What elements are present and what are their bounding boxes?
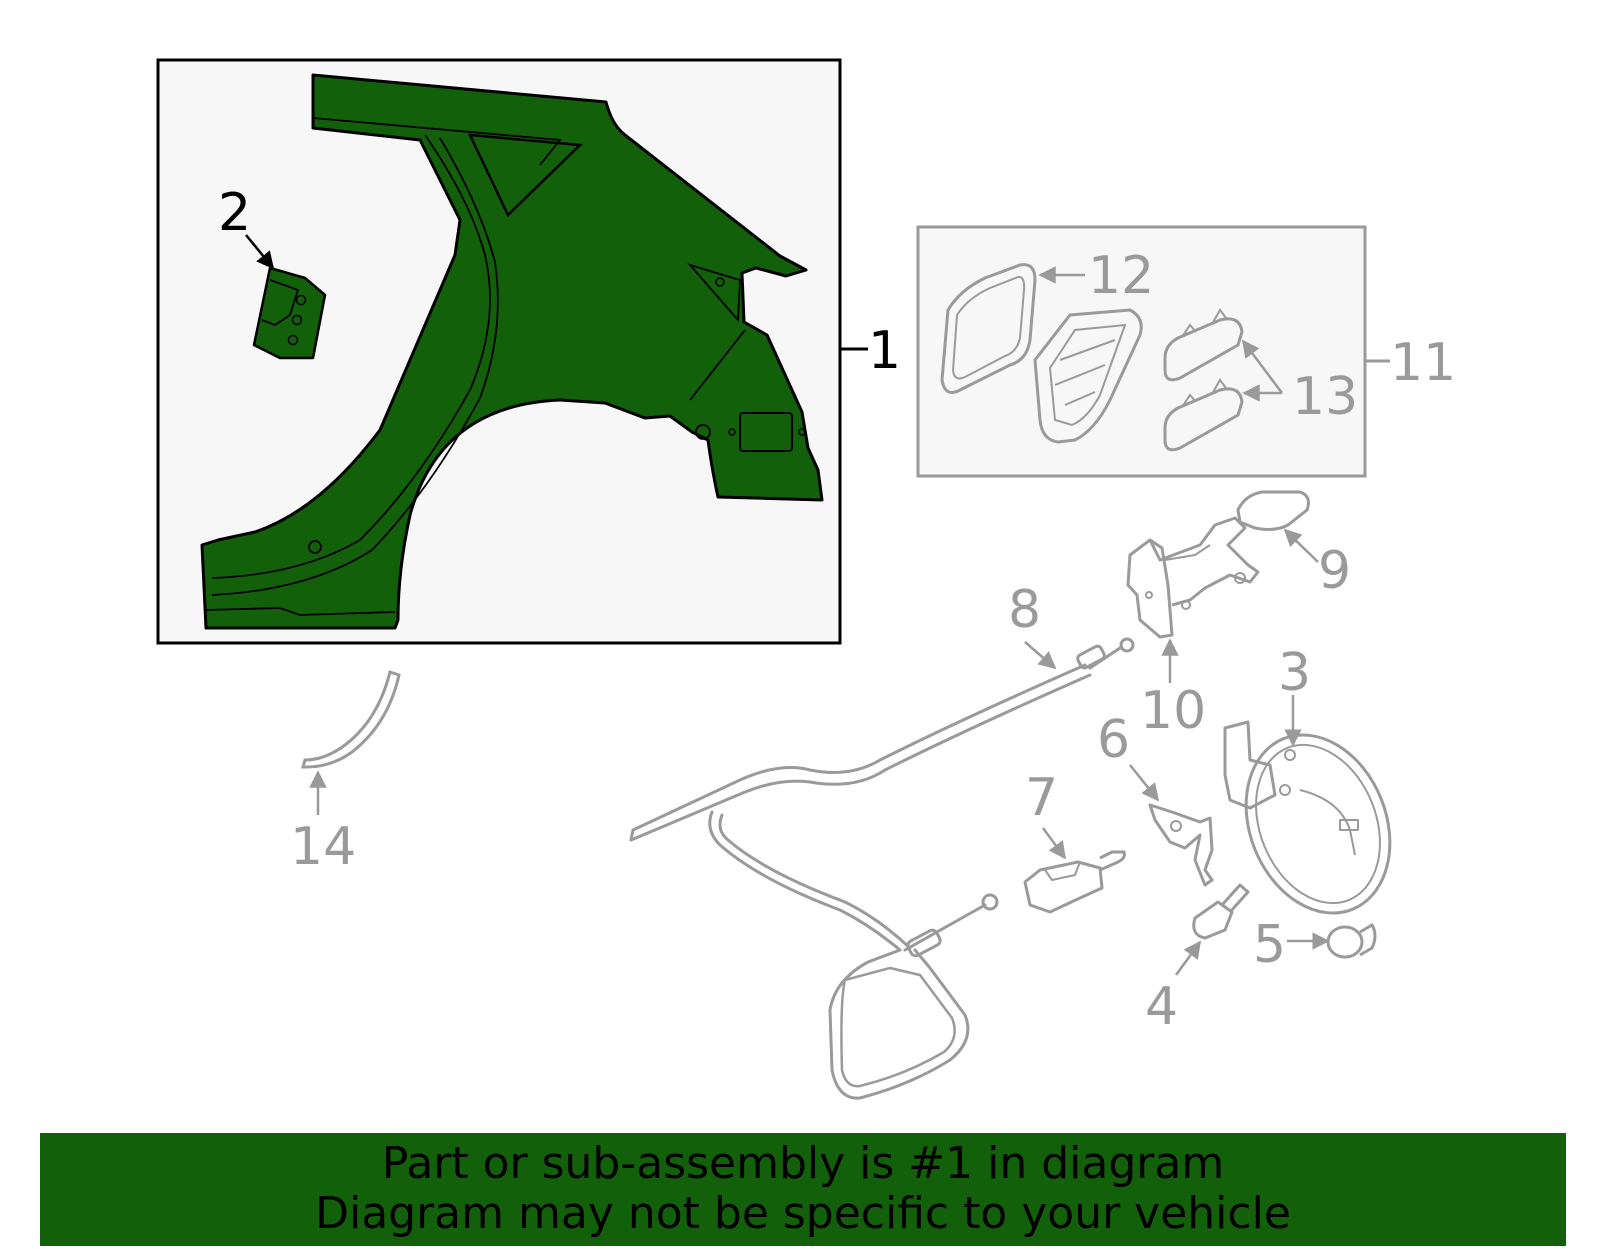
callout-9: 9 xyxy=(1318,541,1351,601)
bracket-part-2[interactable] xyxy=(252,266,327,360)
callout-11: 11 xyxy=(1390,333,1456,393)
callout-4: 4 xyxy=(1145,977,1178,1037)
callout-7-arrow xyxy=(1041,827,1067,860)
callout-7: 7 xyxy=(1025,768,1058,828)
callout-2-arrow xyxy=(245,234,275,270)
callout-10: 10 xyxy=(1140,681,1206,741)
callout-6-arrow xyxy=(1129,764,1160,802)
fuel-door-housing[interactable] xyxy=(1033,308,1143,444)
callout-12: 12 xyxy=(1088,246,1154,306)
callout-1: 1 xyxy=(868,321,901,381)
callout-3: 3 xyxy=(1278,643,1311,703)
callout-9-arrow xyxy=(1283,528,1319,563)
callout-8: 8 xyxy=(1008,580,1041,640)
actuator-part-7[interactable] xyxy=(1023,850,1126,914)
callout-14: 14 xyxy=(290,817,356,877)
callout-5: 5 xyxy=(1253,915,1286,975)
hinge-part-10[interactable] xyxy=(1126,516,1260,639)
footer-line-1: Part or sub-assembly is #1 in diagram xyxy=(381,1138,1225,1189)
callout-4-arrow xyxy=(1174,940,1202,976)
assembly-box-11 xyxy=(916,225,1367,478)
bracket-part-6[interactable] xyxy=(1148,803,1214,887)
callout-13: 13 xyxy=(1292,367,1358,427)
quarter-panel-part-1[interactable] xyxy=(200,73,824,630)
callout-6: 6 xyxy=(1097,710,1130,770)
callout-8-arrow xyxy=(1024,641,1057,670)
clip-part-5[interactable] xyxy=(1326,922,1377,959)
footer-banner: Part or sub-assembly is #1 in diagram Di… xyxy=(40,1133,1566,1246)
release-cable-part-8[interactable] xyxy=(629,637,1135,1100)
callout-13-arrow-upper xyxy=(1241,339,1283,394)
clip-part-13-upper[interactable] xyxy=(1163,308,1244,382)
clip-part-13-lower[interactable] xyxy=(1163,378,1244,452)
gasket-part-12[interactable] xyxy=(940,263,1037,394)
fuel-door-part-9[interactable] xyxy=(1236,490,1310,531)
fuel-pocket-part-3[interactable] xyxy=(1220,713,1415,935)
callout-2: 2 xyxy=(218,183,251,243)
footer-line-2: Diagram may not be specific to your vehi… xyxy=(315,1188,1291,1239)
moulding-part-14[interactable] xyxy=(301,670,401,769)
bolt-part-4[interactable] xyxy=(1192,883,1250,940)
